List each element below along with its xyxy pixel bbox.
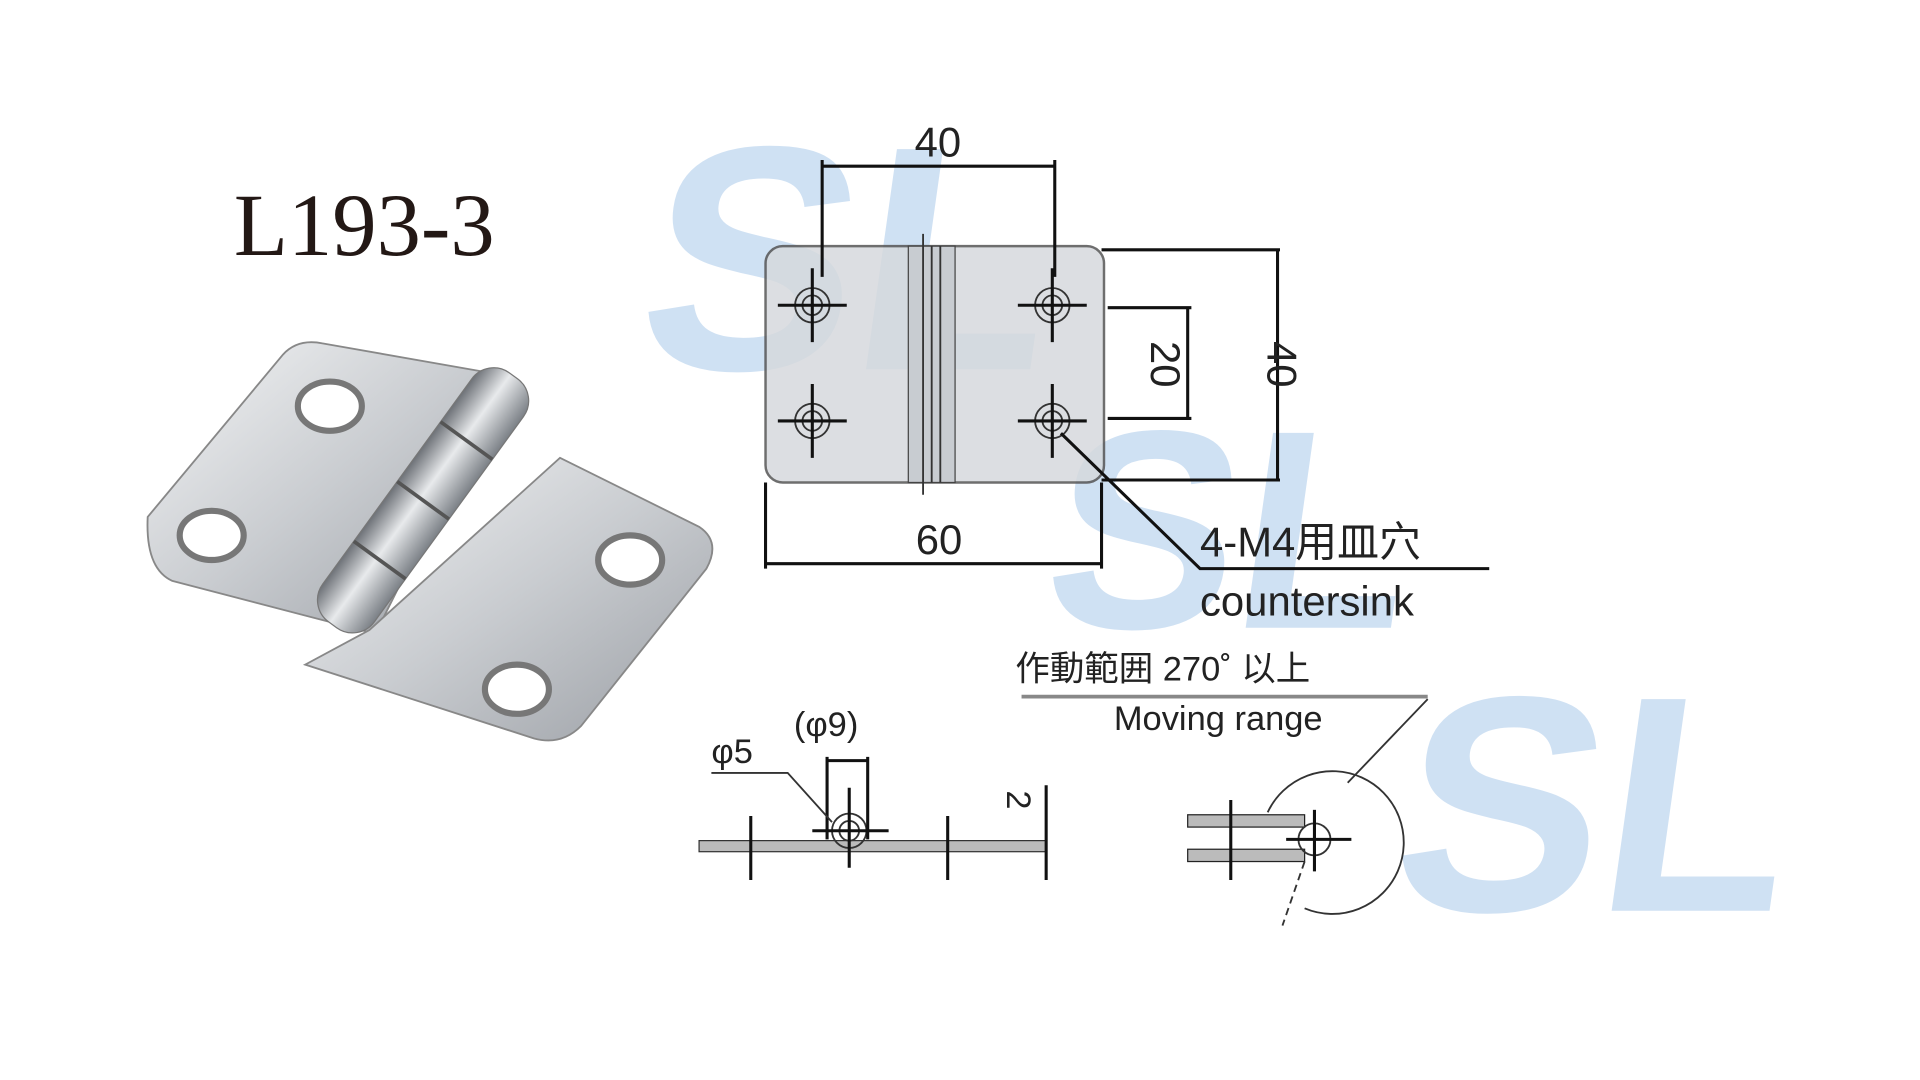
svg-text:SL: SL <box>1377 632 1819 976</box>
side-view-drawing: φ5 (φ9) 2 <box>698 706 1048 880</box>
moving-range-jp: 作動範囲 270˚ 以上 <box>1015 651 1310 689</box>
pin-diameter: φ5 <box>711 733 753 771</box>
hinge-photo <box>146 341 714 742</box>
moving-range-en: Moving range <box>1114 700 1323 738</box>
hole-note-en: countersink <box>1200 577 1414 624</box>
knuckle-diameter: (φ9) <box>794 706 858 744</box>
moving-range-drawing: 作動範囲 270˚ 以上 Moving range <box>1015 651 1429 926</box>
countersink-holes <box>777 268 1087 458</box>
front-view-drawing: 40 40 20 60 4-M4用皿穴 countersink <box>764 118 1490 624</box>
hole-note-jp: 4-M4用皿穴 <box>1200 518 1421 565</box>
dim-hole-pitch-horizontal: 40 <box>915 118 962 165</box>
thickness-dim: 2 <box>999 790 1037 809</box>
dim-width: 60 <box>916 516 963 563</box>
dim-height: 40 <box>1259 341 1306 388</box>
dim-hole-pitch-vertical: 20 <box>1142 341 1189 388</box>
model-title: L193-3 <box>234 177 495 275</box>
